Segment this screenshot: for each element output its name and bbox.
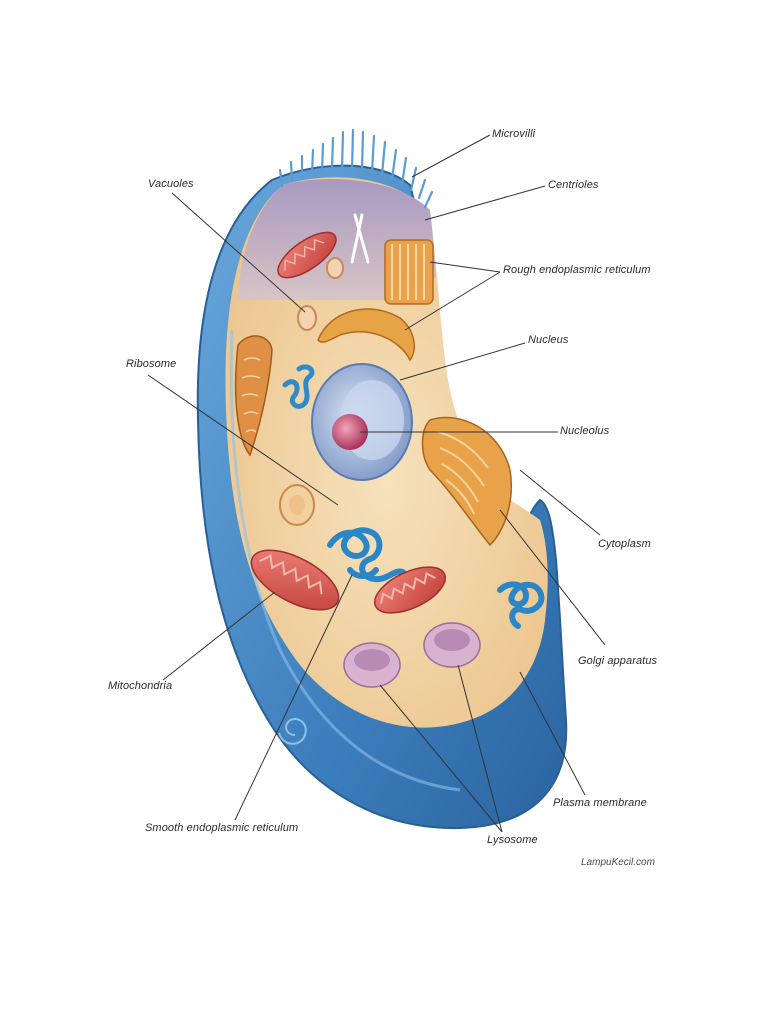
label-lysosome: Lysosome (487, 834, 538, 846)
rough-er-shape (317, 308, 416, 362)
mitochondrion-shape (373, 566, 447, 614)
leader-rough-er-2 (404, 271, 501, 331)
leader-mitochondria (162, 591, 276, 681)
golgi-shape (421, 416, 513, 547)
leader-rough-er-1 (429, 261, 501, 273)
mitochondrion-shape (250, 549, 340, 611)
leader-plasma-membrane (519, 671, 586, 796)
label-smooth-er: Smooth endoplasmic reticulum (145, 822, 299, 834)
leader-lines (147, 134, 606, 833)
label-nucleus: Nucleus (528, 334, 569, 346)
smooth-er-shape (497, 581, 545, 629)
label-plasma-membrane: Plasma membrane (553, 797, 647, 809)
label-mitochondria: Mitochondria (108, 680, 173, 692)
golgi-left-shape (234, 335, 273, 457)
leader-ribosome (147, 374, 339, 506)
nucleolus-shape (332, 414, 368, 450)
label-rough-er: Rough endoplasmic reticulum (503, 264, 651, 276)
leader-cytoplasm (519, 469, 601, 536)
centriole-shape (350, 213, 370, 264)
membrane-spiral (278, 717, 307, 745)
label-golgi: Golgi apparatus (578, 655, 658, 667)
vacuole-shape (326, 257, 344, 279)
membrane-rim (229, 329, 461, 792)
leader-smooth-er (234, 574, 353, 821)
label-cytoplasm: Cytoplasm (598, 538, 651, 550)
leader-microvilli (411, 134, 491, 178)
lysosome-shape (343, 642, 401, 688)
leader-golgi (499, 509, 606, 646)
label-microvilli: Microvilli (492, 128, 536, 140)
label-vacuoles: Vacuoles (148, 178, 194, 190)
rough-er-shape (384, 239, 434, 305)
microvilli-shape (278, 128, 434, 209)
label-centrioles: Centrioles (548, 179, 599, 191)
leader-nucleus (399, 342, 526, 381)
leader-lysosome-1 (379, 684, 503, 833)
label-ribosome: Ribosome (126, 358, 177, 370)
watermark: LampuKecil.com (581, 857, 655, 868)
smooth-er-shape (282, 364, 315, 409)
vacuole-inner (289, 495, 305, 515)
lysosome-shape (423, 622, 481, 668)
leader-vacuoles (171, 192, 306, 313)
mitochondrion-shape (277, 231, 337, 279)
vacuole-shape (297, 305, 317, 331)
smooth-er-shape (327, 527, 407, 583)
leader-lysosome-2 (457, 664, 503, 833)
label-nucleolus: Nucleolus (560, 425, 610, 437)
leader-centrioles (424, 185, 546, 221)
